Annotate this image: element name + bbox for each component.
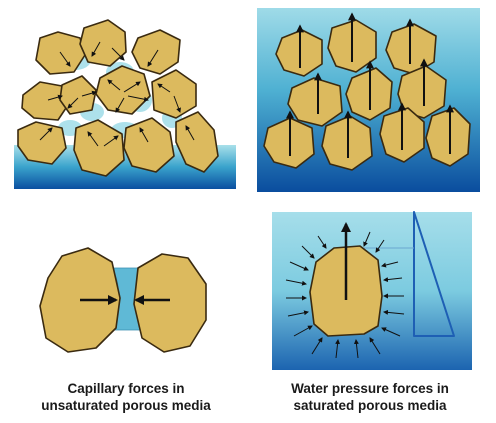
capillary-bridge-diagram — [39, 247, 207, 353]
pressure-triangle — [413, 211, 455, 337]
buoyancy-arrows — [286, 12, 454, 158]
caption-capillary-line2: unsaturated porous media — [41, 398, 211, 413]
grain-shapes — [17, 19, 219, 177]
capillary-arrows-top — [39, 41, 195, 147]
right-grain — [133, 253, 207, 353]
caption-capillary-line1: Capillary forces in — [67, 381, 185, 396]
unsaturated-grains-panel — [14, 19, 236, 189]
caption-water-pressure-line2: saturated porous media — [293, 398, 447, 413]
saturated-grains-panel — [257, 8, 480, 192]
water-pressure-diagram — [272, 211, 472, 370]
caption-water-pressure-line1: Water pressure forces in — [291, 381, 449, 396]
caption-capillary: Capillary forces in unsaturated porous m… — [6, 380, 246, 414]
pressure-arrows — [285, 231, 405, 359]
caption-water-pressure: Water pressure forces in saturated porou… — [250, 380, 490, 414]
